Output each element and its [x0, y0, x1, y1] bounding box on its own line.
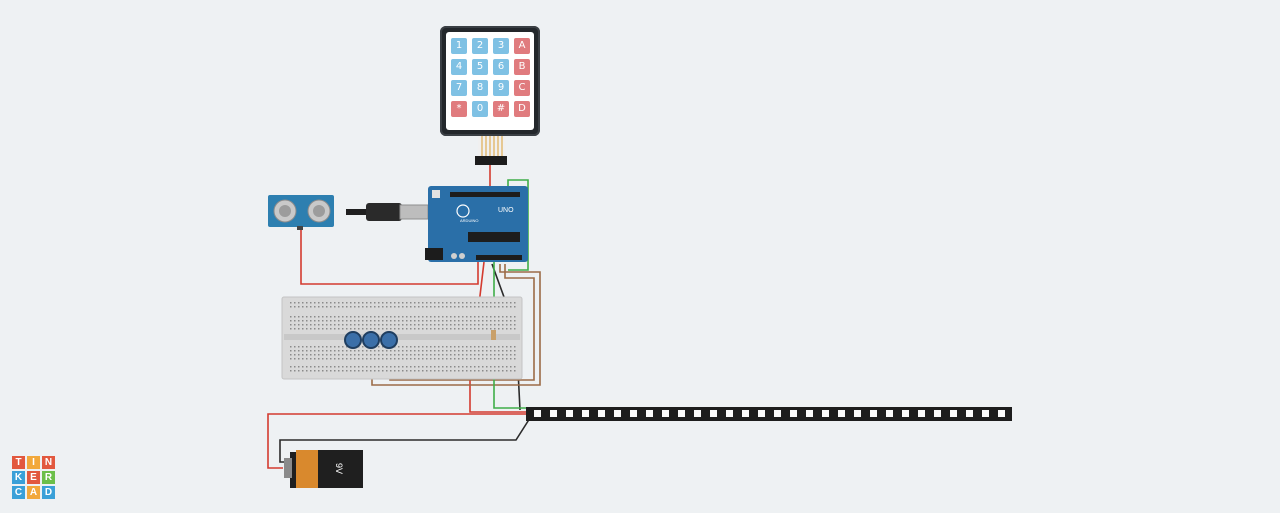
keypad-key[interactable]: # [493, 101, 509, 117]
logo-letter: D [42, 486, 55, 499]
led-pixel [550, 410, 557, 417]
led-strip[interactable] [526, 407, 1012, 421]
led-pixel [934, 410, 941, 417]
keypad-key[interactable]: A [514, 38, 530, 54]
led-pixel [710, 410, 717, 417]
potentiometer-3 [380, 331, 398, 349]
led-pixel [534, 410, 541, 417]
keypad-key[interactable]: 4 [451, 59, 467, 75]
logo-letter: T [12, 456, 25, 469]
arduino-uno[interactable]: ARDUINO UNO [425, 186, 528, 262]
keypad-key[interactable]: B [514, 59, 530, 75]
arduino-brand: ARDUINO [460, 218, 478, 223]
led-pixel [566, 410, 573, 417]
led-pixel [630, 410, 637, 417]
led-pixel [646, 410, 653, 417]
led-strip-leds [534, 410, 1005, 417]
keypad-key[interactable]: 7 [451, 80, 467, 96]
keypad-key[interactable]: C [514, 80, 530, 96]
potentiometer-1 [344, 331, 362, 349]
led-pixel [918, 410, 925, 417]
keypad-connector [475, 136, 507, 165]
led-pixel [662, 410, 669, 417]
keypad-key[interactable]: D [514, 101, 530, 117]
led-pixel [998, 410, 1005, 417]
led-pixel [694, 410, 701, 417]
logo-letter: A [27, 486, 40, 499]
resistor[interactable] [491, 330, 496, 340]
keypad-key[interactable]: 1 [451, 38, 467, 54]
led-pixel [678, 410, 685, 417]
keypad-key[interactable]: 8 [472, 80, 488, 96]
battery-label: 9V [334, 463, 344, 474]
led-pixel [902, 410, 909, 417]
keypad-key[interactable]: 6 [493, 59, 509, 75]
led-pixel [806, 410, 813, 417]
led-pixel [838, 410, 845, 417]
breadboard[interactable] [281, 296, 523, 380]
logo-letter: R [42, 471, 55, 484]
led-pixel [774, 410, 781, 417]
keypad-key[interactable]: 0 [472, 101, 488, 117]
potentiometers[interactable] [344, 331, 398, 349]
potentiometer-2 [362, 331, 380, 349]
led-pixel [822, 410, 829, 417]
led-pixel [950, 410, 957, 417]
logo-letter: I [27, 456, 40, 469]
led-pixel [758, 410, 765, 417]
led-pixel [982, 410, 989, 417]
keypad-key[interactable]: 3 [493, 38, 509, 54]
led-pixel [966, 410, 973, 417]
green-wire-loop [507, 179, 529, 271]
usb-cable[interactable] [346, 203, 429, 221]
ultrasonic-sensor[interactable] [268, 195, 334, 230]
logo-letter: C [12, 486, 25, 499]
logo-letter: K [12, 471, 25, 484]
led-pixel [870, 410, 877, 417]
led-pixel [790, 410, 797, 417]
led-pixel [742, 410, 749, 417]
sensor-wire [300, 228, 479, 285]
keypad-key[interactable]: 9 [493, 80, 509, 96]
brown-wire-1 [371, 264, 541, 386]
keypad-key[interactable]: * [451, 101, 467, 117]
led-pixel [598, 410, 605, 417]
keypad-key[interactable]: 2 [472, 38, 488, 54]
led-pixel [854, 410, 861, 417]
keypad-key[interactable]: 5 [472, 59, 488, 75]
led-pixel [582, 410, 589, 417]
logo-letter: N [42, 456, 55, 469]
led-pixel [886, 410, 893, 417]
logo-letter: E [27, 471, 40, 484]
arduino-model-label: UNO [498, 207, 514, 214]
led-pixel [726, 410, 733, 417]
battery-red-wire [267, 413, 530, 469]
battery-black-wire [279, 417, 531, 463]
battery-9v[interactable]: 9V [284, 450, 363, 488]
led-pixel [614, 410, 621, 417]
